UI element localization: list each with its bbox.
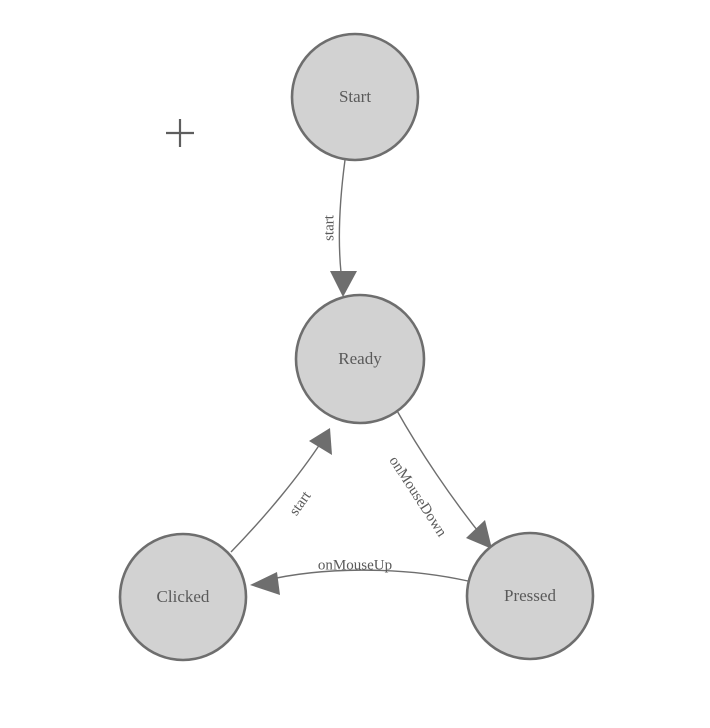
- edge-ready-to-pressed[interactable]: onMouseDown: [386, 408, 492, 549]
- edge-clicked-to-ready[interactable]: start: [230, 428, 332, 553]
- node-pressed-circle[interactable]: [465, 531, 595, 661]
- edge-label-clicked-to-ready: start: [287, 488, 315, 519]
- node-start-label: Start: [339, 87, 371, 106]
- node-pressed[interactable]: Pressed: [465, 531, 595, 661]
- node-ready-circle[interactable]: [294, 293, 426, 425]
- node-clicked[interactable]: Clicked: [118, 532, 248, 662]
- edge-label-pressed-to-clicked: onMouseUp: [318, 557, 392, 573]
- node-pressed-label: Pressed: [504, 586, 556, 605]
- node-start[interactable]: Start: [290, 32, 420, 162]
- edge-label-ready-to-pressed: onMouseDown: [386, 454, 450, 541]
- node-clicked-circle[interactable]: [118, 532, 248, 662]
- node-ready[interactable]: Ready: [294, 293, 426, 425]
- edge-path-start-to-ready: [338, 159, 346, 289]
- edge-path-pressed-to-clicked: [262, 569, 469, 582]
- edge-start-to-ready[interactable]: start: [321, 159, 357, 297]
- node-ready-label: Ready: [338, 349, 382, 368]
- arrowhead-ready-to-pressed: [466, 520, 492, 549]
- arrowhead-start-to-ready: [330, 271, 357, 297]
- edge-path-clicked-to-ready: [230, 440, 323, 553]
- edge-label-start-to-ready: start: [321, 214, 337, 241]
- edge-path-ready-to-pressed: [395, 408, 486, 541]
- arrowhead-pressed-to-clicked: [250, 572, 280, 595]
- crosshair-marker[interactable]: [166, 119, 194, 147]
- node-start-circle[interactable]: [290, 32, 420, 162]
- edge-pressed-to-clicked[interactable]: onMouseUp: [250, 557, 469, 595]
- arrowhead-clicked-to-ready: [309, 428, 332, 455]
- node-clicked-label: Clicked: [157, 587, 210, 606]
